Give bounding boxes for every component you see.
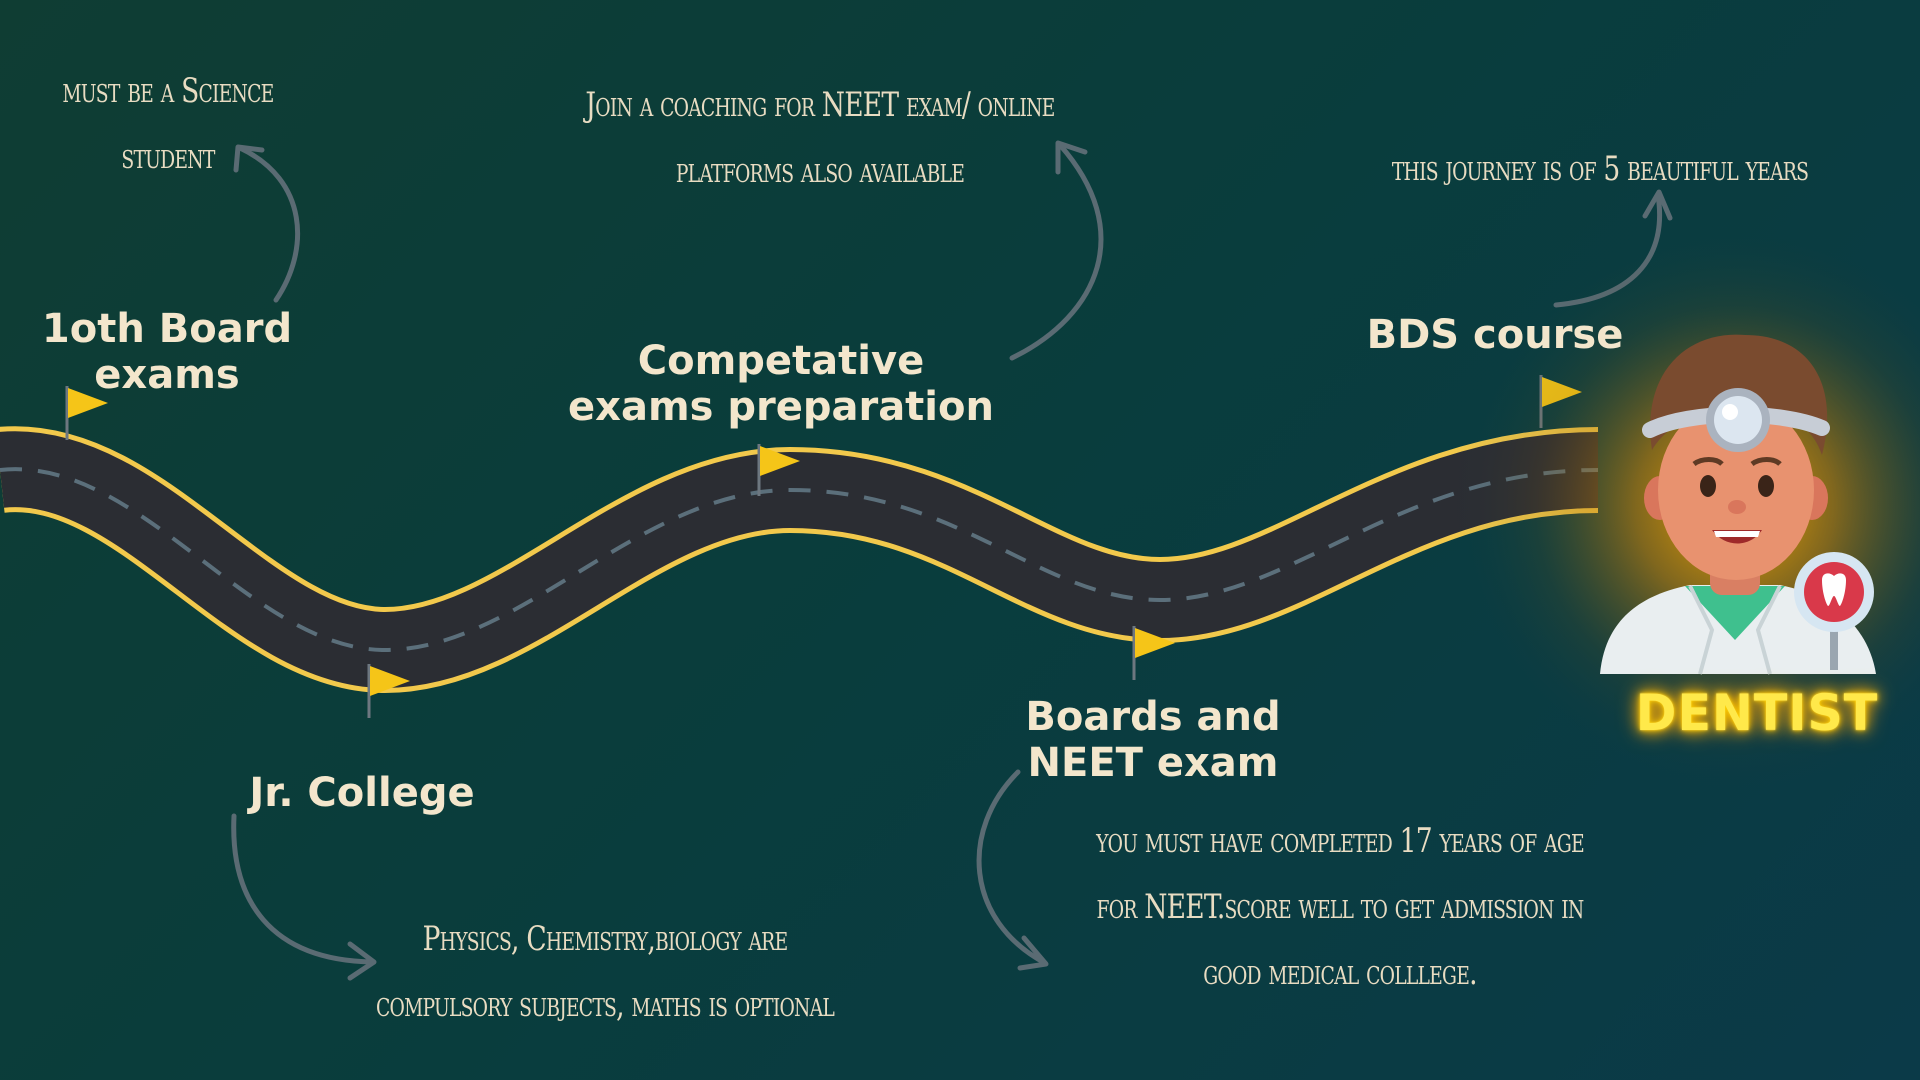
flag-icon [1132,626,1175,680]
stage-competitive-exams: Competative exams preparation [568,338,994,430]
note-bds-years: this journey is of 5 beautiful years [1391,149,1809,189]
stage-bds-course: BDS course [1366,312,1624,358]
curved-arrow-icon [976,769,1049,971]
note-coaching: Join a coaching for NEET exam/ online pl… [585,85,1055,191]
road-surface [0,431,1599,689]
curved-arrow-icon [231,813,377,981]
stage-10th-board-exams: 1oth Board exams [41,306,293,398]
road [0,426,1599,694]
dentist-label: DENTIST [1635,684,1879,742]
tooth-icon [1794,552,1874,670]
stage-jr-college: Jr. College [249,770,475,816]
note-compulsory-subjects: Physics, Chemistry,biology are compulsor… [375,919,835,1025]
flag-icon [65,386,108,440]
road-lane-dashes [0,467,1599,653]
note-science-student: must be a Science student [62,71,274,177]
note-neet-age: you must have completed 17 years of age … [1096,821,1585,993]
stage-boards-neet-exam: Boards and NEET exam [1025,694,1281,786]
curved-arrow-icon [1009,140,1104,361]
curved-arrow-icon [233,144,301,303]
flag-icon [367,664,410,718]
flag-icon [757,444,800,496]
